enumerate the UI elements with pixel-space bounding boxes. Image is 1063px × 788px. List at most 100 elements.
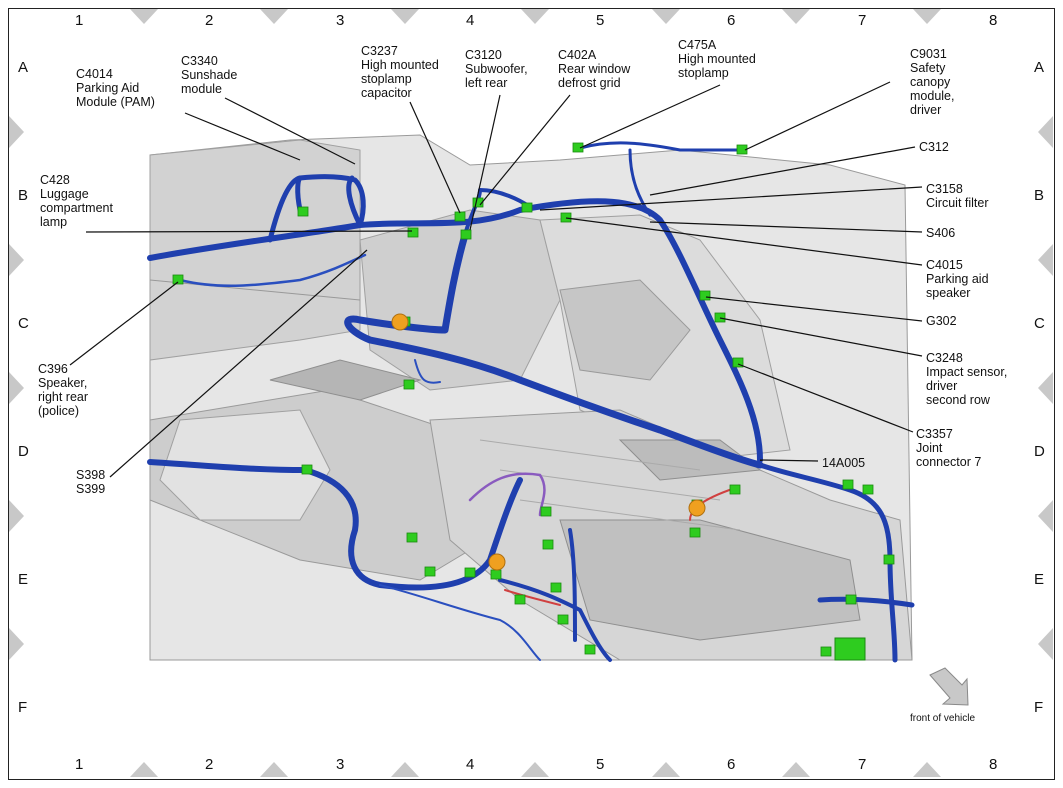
border-triangle-top xyxy=(130,9,158,24)
connector-34 xyxy=(557,614,569,625)
border-triangle-right xyxy=(1038,116,1053,148)
connector-11 xyxy=(732,357,744,368)
leader-line-12 xyxy=(719,317,923,357)
connector-24 xyxy=(689,527,701,538)
border-triangle-left xyxy=(9,372,24,404)
connector-13 xyxy=(301,464,313,475)
grid-col-top-1: 1 xyxy=(75,12,84,29)
grid-col-top-6: 6 xyxy=(727,12,736,29)
connector-22 xyxy=(584,644,596,655)
leader-line-9 xyxy=(649,221,923,233)
callout-14a005: 14A005 xyxy=(822,456,866,470)
grid-row-right-F: F xyxy=(1034,699,1044,716)
grid-col-top-3: 3 xyxy=(336,12,345,29)
grid-row-right-B: B xyxy=(1034,187,1045,204)
connector-4 xyxy=(472,197,484,208)
callout-c428: C428 Luggage compartment lamp xyxy=(40,173,113,229)
grid-row-right-A: A xyxy=(1034,59,1045,76)
grid-row-left-D: D xyxy=(18,443,29,460)
border-triangle-bottom xyxy=(913,762,941,777)
border-triangle-right xyxy=(1038,628,1053,660)
grid-row-left-B: B xyxy=(18,187,29,204)
leader-line-4 xyxy=(479,94,571,206)
grid-col-bottom-7: 7 xyxy=(858,756,867,773)
connector-1 xyxy=(407,227,419,238)
leader-line-6 xyxy=(744,81,891,151)
grid-col-top-7: 7 xyxy=(858,12,867,29)
border-triangle-top xyxy=(521,9,549,24)
grid-col-bottom-2: 2 xyxy=(205,756,214,773)
callout-g302: G302 xyxy=(926,314,957,328)
callout-leader-lines xyxy=(69,81,923,478)
leader-line-1 xyxy=(224,97,356,165)
border-triangle-left xyxy=(9,628,24,660)
callout-c3237: C3237 High mounted stoplamp capacitor xyxy=(361,44,439,100)
grid-row-left-E: E xyxy=(18,571,29,588)
border-triangle-bottom xyxy=(130,762,158,777)
border-triangle-left xyxy=(9,244,24,276)
border-triangle-left xyxy=(9,116,24,148)
grid-col-top-2: 2 xyxy=(205,12,214,29)
grid-border-markers xyxy=(9,9,1053,777)
connector-30 xyxy=(883,554,895,565)
connector-21 xyxy=(550,582,562,593)
leader-line-10 xyxy=(565,217,923,266)
connector-0 xyxy=(297,206,309,217)
grid-col-bottom-5: 5 xyxy=(596,756,605,773)
connector-25 xyxy=(729,484,741,495)
border-triangle-top xyxy=(391,9,419,24)
border-triangle-bottom xyxy=(391,762,419,777)
border-triangle-top xyxy=(913,9,941,24)
callout-c4015: C4015 Parking aid speaker xyxy=(926,258,989,300)
leader-line-14 xyxy=(759,459,819,462)
connector-15 xyxy=(406,532,418,543)
border-triangle-top xyxy=(782,9,810,24)
leader-line-13 xyxy=(737,363,914,433)
border-triangle-bottom xyxy=(652,762,680,777)
leader-line-17 xyxy=(109,249,368,478)
callout-c3340: C3340 Sunshade module xyxy=(181,54,238,96)
grid-row-right-E: E xyxy=(1034,571,1045,588)
callout-s398-s399: S398 S399 xyxy=(76,468,106,496)
border-triangle-right xyxy=(1038,244,1053,276)
grid-col-bottom-6: 6 xyxy=(727,756,736,773)
component-orange-2 xyxy=(688,499,706,517)
front-arrow-icon xyxy=(929,667,969,706)
callout-c4014: C4014 Parking Aid Module (PAM) xyxy=(76,67,155,109)
callout-c475a: C475A High mounted stoplamp xyxy=(678,38,756,80)
connector-10 xyxy=(714,312,726,323)
callout-c3248: C3248 Impact sensor, driver second row xyxy=(926,351,1008,407)
leader-line-8 xyxy=(539,186,923,211)
leader-line-0 xyxy=(184,112,301,161)
grid-row-left-C: C xyxy=(18,315,29,332)
grid-row-left-F: F xyxy=(18,699,28,716)
connector-26 xyxy=(842,479,854,490)
connector-9 xyxy=(699,290,711,301)
border-triangle-top xyxy=(260,9,288,24)
connector-20 xyxy=(542,539,554,550)
connector-block xyxy=(834,637,866,661)
connector-17 xyxy=(464,567,476,578)
connector-7 xyxy=(572,142,584,153)
border-triangle-right xyxy=(1038,500,1053,532)
border-triangle-bottom xyxy=(521,762,549,777)
callout-c9031: C9031 Safety canopy module, driver xyxy=(910,47,955,117)
grid-row-left-A: A xyxy=(18,59,29,76)
leader-line-5 xyxy=(579,84,721,149)
grid-row-right-D: D xyxy=(1034,443,1045,460)
callout-s406: S406 xyxy=(926,226,956,240)
component-orange-0 xyxy=(391,313,409,331)
front-of-vehicle-label: front of vehicle xyxy=(910,713,976,724)
vehicle-body xyxy=(149,134,913,661)
border-triangle-bottom xyxy=(260,762,288,777)
grid-col-top-4: 4 xyxy=(466,12,475,29)
leader-line-2 xyxy=(409,101,461,214)
component-orange-1 xyxy=(488,553,506,571)
connector-5 xyxy=(521,202,533,213)
connector-18 xyxy=(490,569,502,580)
callout-c3120: C3120 Subwoofer, left rear xyxy=(465,48,528,90)
grid-col-bottom-4: 4 xyxy=(466,756,475,773)
callout-c312: C312 xyxy=(919,140,949,154)
connector-31 xyxy=(820,646,832,657)
connector-27 xyxy=(862,484,874,495)
